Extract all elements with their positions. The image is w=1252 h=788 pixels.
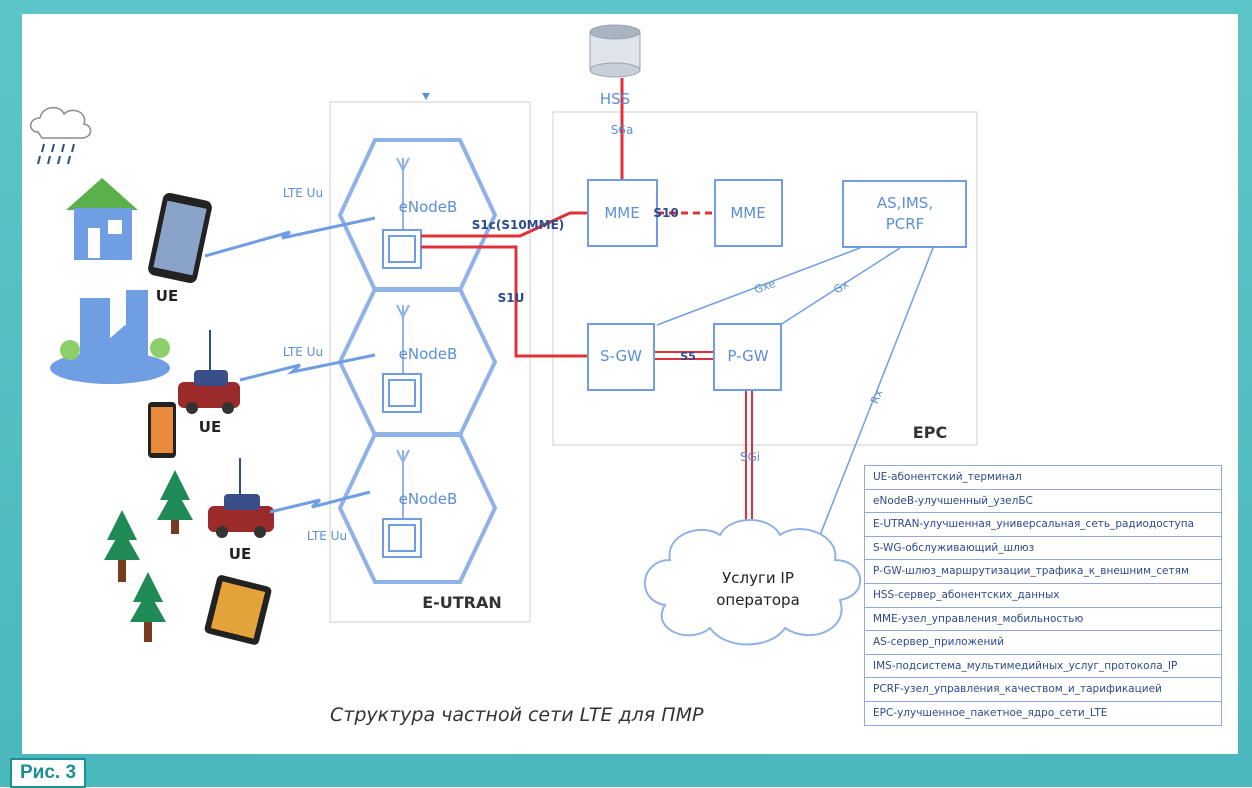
sgi-label: SGi bbox=[740, 450, 760, 464]
eutran-label: E-UTRAN bbox=[422, 593, 502, 612]
legend-row: P-GW-шлюз_маршрутизации_трафика_к_внешни… bbox=[865, 560, 1221, 584]
legend-row: HSS-сервер_абонентских_данных bbox=[865, 584, 1221, 608]
s1c-label: S1c(S10MME) bbox=[472, 218, 565, 232]
legend-row: EPC-улучшенное_пакетное_ядро_сети_LTE bbox=[873, 706, 1108, 719]
rain-cloud-icon bbox=[30, 106, 92, 165]
legend-row: E-UTRAN-улучшенная_универсальная_сеть_ра… bbox=[865, 513, 1221, 537]
sgw-label: S-GW bbox=[600, 347, 642, 365]
eutran-marker-icon bbox=[422, 93, 430, 100]
smartphone-icon bbox=[148, 402, 176, 458]
ue-label-3: UE bbox=[229, 545, 251, 563]
s5-label: S5 bbox=[680, 350, 696, 363]
ip-services-cloud bbox=[643, 519, 861, 646]
ip-services-label-1: Услуги IP bbox=[722, 569, 794, 587]
blue-links bbox=[656, 247, 934, 549]
car-icon bbox=[178, 330, 240, 414]
car-icon bbox=[208, 458, 274, 538]
legend-row: PCRF-узел_управления_качеством_и_тарифик… bbox=[865, 678, 1221, 702]
base-station-icon bbox=[382, 229, 422, 558]
legend-row: UE-абонентский_терминал bbox=[865, 466, 1221, 490]
lte-uu-label-3: LTE Uu bbox=[307, 529, 347, 543]
antenna-icon bbox=[396, 157, 410, 520]
epc-region bbox=[552, 111, 978, 446]
s10-label: S10 bbox=[653, 206, 678, 220]
mme-node-1 bbox=[587, 179, 658, 247]
legend-row: eNodeB-улучшенный_узелБС bbox=[865, 490, 1221, 514]
enodeb-label-1: eNodeB bbox=[399, 198, 458, 216]
tree-icon bbox=[104, 470, 193, 642]
lte-uu-label-1: LTE Uu bbox=[283, 186, 323, 200]
rx-label: Rx bbox=[868, 387, 886, 405]
sgw-node bbox=[587, 323, 655, 391]
as-ims-pcrf-label-2: PCRF bbox=[886, 215, 925, 233]
hss-label: HSS bbox=[600, 90, 630, 108]
sgi-link bbox=[745, 390, 753, 530]
ue-label-1: UE bbox=[156, 287, 178, 305]
pgw-node bbox=[713, 323, 782, 391]
s5-link bbox=[654, 351, 714, 360]
city-icon bbox=[50, 290, 170, 384]
legend-table: UE-абонентский_терминал eNodeB-улучшенны… bbox=[864, 465, 1222, 726]
s6a-label: S6a bbox=[611, 123, 634, 137]
enodeb-cell-3 bbox=[337, 432, 498, 584]
enodeb-label-2: eNodeB bbox=[399, 345, 458, 363]
pgw-label: P-GW bbox=[727, 347, 768, 365]
ue-label-2: UE bbox=[199, 418, 221, 436]
hss-database-icon bbox=[589, 24, 641, 78]
legend-row: MME-узел_управления_мобильностью bbox=[865, 608, 1221, 632]
legend-row: AS-сервер_приложений bbox=[865, 631, 1221, 655]
as-ims-pcrf-node bbox=[842, 180, 967, 248]
mme-node-2 bbox=[714, 179, 783, 247]
as-ims-pcrf-label-1: AS,IMS, bbox=[877, 194, 933, 212]
diagram-caption: Структура частной сети LTE для ПМР bbox=[330, 704, 704, 726]
legend-row: IMS-подсистема_мультимедийных_услуг_прот… bbox=[865, 655, 1221, 679]
epc-label: EPC bbox=[913, 423, 947, 442]
house-icon bbox=[66, 178, 138, 260]
s1u-label: S1U bbox=[498, 291, 525, 305]
enodeb-label-3: eNodeB bbox=[399, 490, 458, 508]
ip-services-label-2: оператора bbox=[716, 591, 800, 609]
mme-label-1: MME bbox=[604, 204, 639, 222]
red-links bbox=[421, 78, 624, 358]
mme-label-2: MME bbox=[730, 204, 765, 222]
legend-row: S-WG-обслуживающий_шлюз bbox=[865, 537, 1221, 561]
smartphone-icon bbox=[204, 575, 272, 645]
figure-label: Рис. 3 bbox=[10, 758, 87, 788]
smartphone-icon bbox=[148, 193, 212, 283]
lte-uu-label-2: LTE Uu bbox=[283, 345, 323, 359]
radio-links bbox=[204, 216, 376, 514]
